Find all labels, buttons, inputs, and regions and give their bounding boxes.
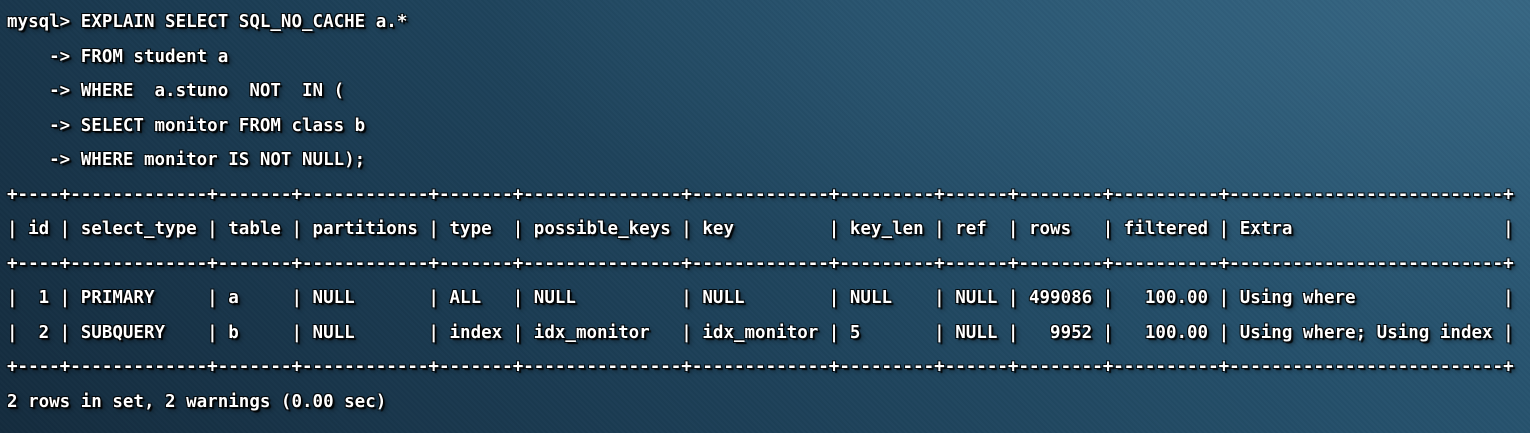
query-continuation-line: -> SELECT monitor FROM class b: [7, 115, 366, 136]
table-row-line: | 2 | SUBQUERY | b | NULL | index | idx_…: [7, 322, 1514, 343]
table-header-line: | id | select_type | table | partitions …: [7, 219, 1514, 239]
table-row-line: | 1 | PRIMARY | a | NULL | ALL | NULL | …: [7, 288, 1514, 308]
query-continuation-line: -> WHERE a.stuno NOT IN (: [7, 81, 345, 101]
table-border-line: +----+-------------+-------+------------…: [7, 357, 1514, 377]
table-border-line: +----+-------------+-------+------------…: [7, 184, 1514, 205]
mysql-prompt-query-line: mysql> EXPLAIN SELECT SQL_NO_CACHE a.*: [7, 12, 408, 32]
status-line: 2 rows in set, 2 warnings (0.00 sec): [7, 391, 387, 412]
table-border-line: +----+-------------+-------+------------…: [7, 253, 1514, 274]
query-continuation-line: -> FROM student a: [7, 46, 229, 67]
query-continuation-line: -> WHERE monitor IS NOT NULL);: [7, 150, 366, 170]
